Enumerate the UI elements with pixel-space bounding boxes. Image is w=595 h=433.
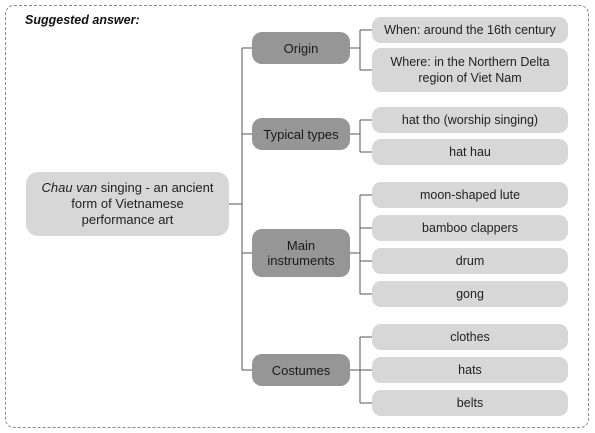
leaf-instrument-lute: moon-shaped lute: [372, 182, 568, 208]
category-origin: Origin: [252, 32, 350, 64]
category-main-instruments: Main instruments: [252, 229, 350, 277]
leaf-type-hat-hau: hat hau: [372, 139, 568, 165]
leaf-costume-clothes: clothes: [372, 324, 568, 350]
leaf-origin-where: Where: in the Northern Delta region of V…: [372, 48, 568, 92]
leaf-type-hat-tho: hat tho (worship singing): [372, 107, 568, 133]
leaf-origin-when: When: around the 16th century: [372, 17, 568, 43]
root-text-rest: singing - an ancient form of Vietnamese …: [71, 180, 214, 227]
leaf-instrument-gong: gong: [372, 281, 568, 307]
leaf-instrument-clappers: bamboo clappers: [372, 215, 568, 241]
root-node: Chau van singing - an ancient form of Vi…: [26, 172, 229, 236]
answer-frame: [5, 5, 589, 428]
root-text-italic: Chau van: [41, 180, 98, 195]
category-costumes: Costumes: [252, 354, 350, 386]
leaf-costume-hats: hats: [372, 357, 568, 383]
heading: Suggested answer:: [25, 13, 140, 27]
category-typical-types: Typical types: [252, 118, 350, 150]
leaf-costume-belts: belts: [372, 390, 568, 416]
root-text: Chau van singing - an ancient form of Vi…: [34, 180, 221, 228]
leaf-instrument-drum: drum: [372, 248, 568, 274]
